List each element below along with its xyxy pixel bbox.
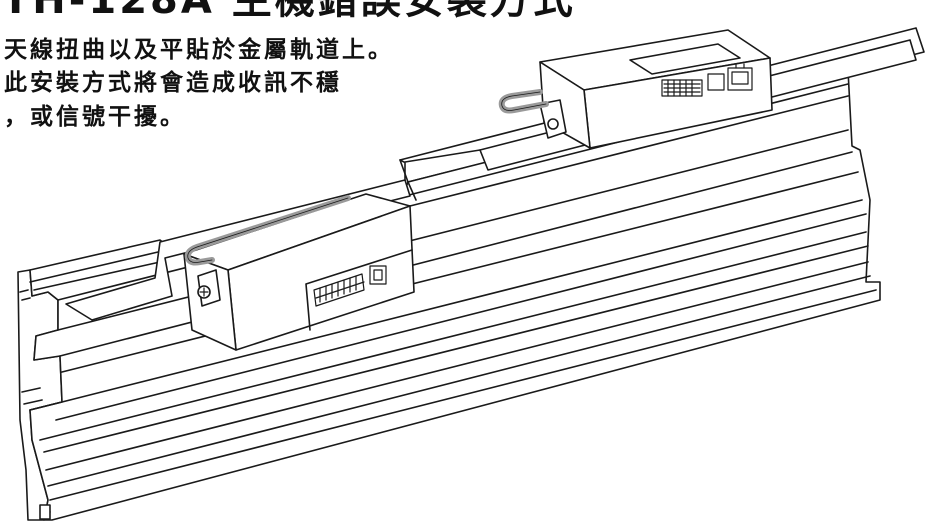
caption-line-3: ，或信號干擾。 <box>4 103 186 130</box>
rail-end-details <box>19 289 51 515</box>
far-antenna <box>498 89 549 114</box>
warning-caption: 天線扭曲以及平貼於金屬軌道上。 此安裝方式將會造成收訊不穩 ，或信號干擾。 <box>4 34 564 134</box>
page-title: TH-128A 主機錯誤安裝方式 <box>2 0 576 23</box>
near-controller-unit <box>65 179 415 351</box>
near-connectors <box>313 265 387 307</box>
caption-line-2: 此安裝方式將會造成收訊不穩 <box>4 70 342 97</box>
far-mount-screw <box>547 118 559 130</box>
aluminium-rail <box>17 27 925 521</box>
rail-body <box>29 69 881 521</box>
near-box-step <box>305 249 413 331</box>
far-controller-unit <box>479 29 917 171</box>
rail-end-tab <box>39 504 51 520</box>
rail-inner-lip <box>29 83 849 291</box>
far-box-lid <box>629 43 741 75</box>
far-connectors <box>661 63 753 97</box>
caption-line-1: 天線扭曲以及平貼於金屬軌道上。 <box>4 37 394 63</box>
rail-back-edge <box>399 149 481 181</box>
